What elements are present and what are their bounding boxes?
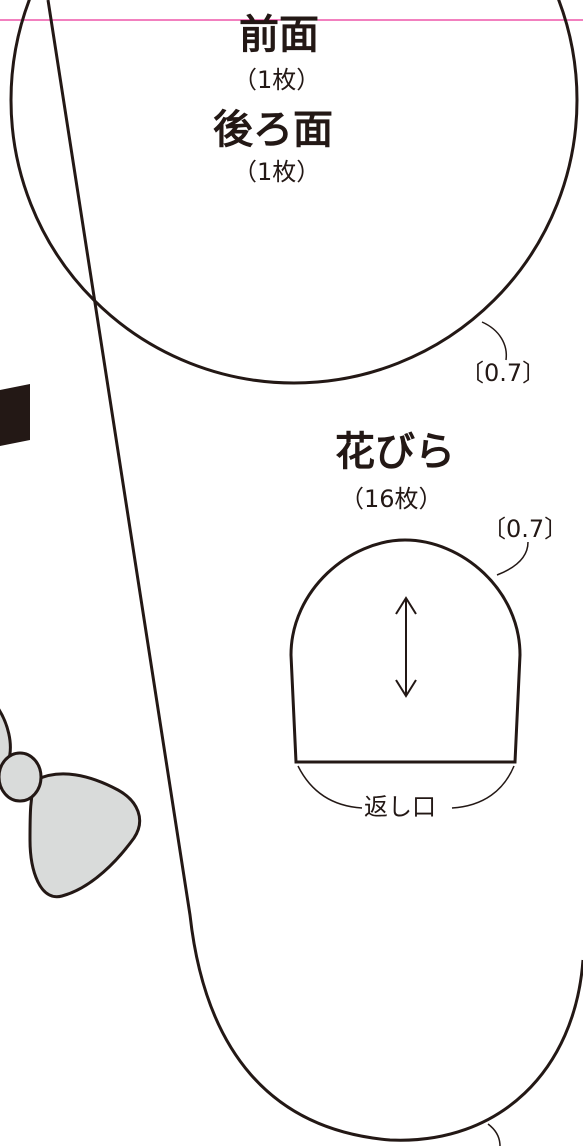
petal-seam-allowance: 〔0.7〕 (482, 515, 569, 543)
petal-seam-leader (496, 541, 529, 576)
circle-seam-leader (481, 321, 508, 361)
bow-illustration (0, 708, 142, 899)
long-piece-outline (46, 0, 583, 1142)
bottom-seam-leader (487, 1123, 501, 1146)
petal-outline (289, 538, 522, 764)
grain-arrow (395, 596, 417, 698)
opening-bracket-left (297, 765, 363, 809)
circle-seam-allowance: 〔0.7〕 (460, 359, 547, 387)
back-qty: （1枚） (233, 158, 321, 186)
back-label: 後ろ面 (213, 106, 333, 153)
petal-qty: （16枚） (340, 485, 443, 513)
black-tab (0, 384, 30, 446)
front-qty: （1枚） (233, 66, 321, 94)
opening-label: 返し口 (364, 793, 436, 821)
front-back-circle (9, 0, 579, 385)
front-label: 前面 (239, 11, 319, 58)
petal-label: 花びら (335, 428, 455, 475)
opening-bracket-right (451, 765, 515, 809)
